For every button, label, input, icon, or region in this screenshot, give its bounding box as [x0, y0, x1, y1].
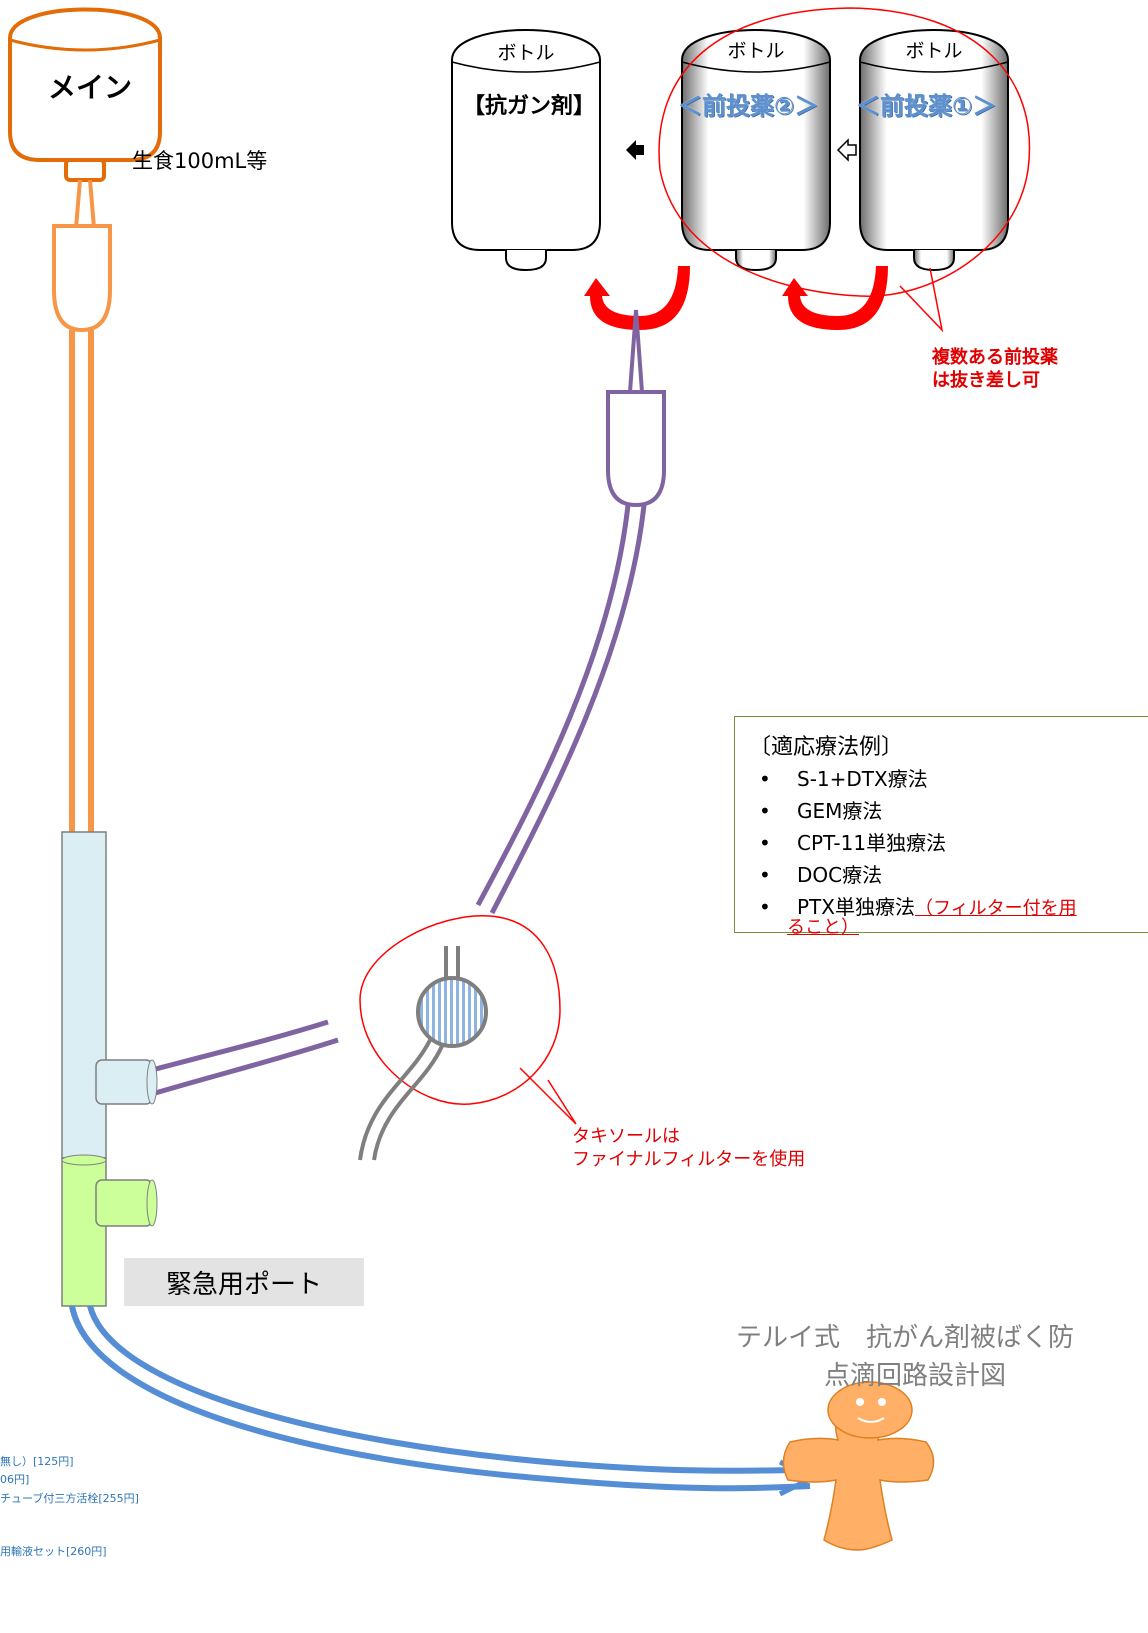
- therapy-item: S-1+DTX療法: [749, 763, 1148, 795]
- arrow-left-icon: [626, 140, 644, 160]
- cost-line: 用輸液セット[260円]: [0, 1545, 107, 1558]
- therapy-title: 〔適応療法例〕: [749, 735, 904, 760]
- arrow-left-outline-icon: [836, 138, 857, 162]
- premed-2-bottle: [681, 29, 831, 272]
- multi-premed-note-line1: 複数ある前投薬: [932, 347, 1058, 368]
- premed-1-bottle-cap: ボトル: [905, 40, 963, 62]
- chemo-bottle: [451, 29, 601, 272]
- chemo-bottle-cap: ボトル: [497, 42, 555, 64]
- diagram-title-line1: テルイ式 抗がん剤被ばく防: [736, 1323, 1075, 1353]
- cost-line: 06円]: [0, 1473, 30, 1486]
- patient-line: [69, 1305, 818, 1497]
- multi-premed-note-line2: は抜き差し可: [932, 370, 1040, 391]
- filter-note-continued: ること）: [787, 917, 859, 938]
- patient-figure-icon: [782, 1381, 935, 1551]
- premed-2-label: ＜前投薬②＞: [678, 92, 819, 120]
- three-way-connector: [61, 831, 158, 1307]
- therapy-examples-box: 〔適応療法例〕 S-1+DTX療法 GEM療法 CPT-11単独療法 DOC療法…: [734, 716, 1148, 938]
- taxol-filter-callout: [358, 915, 577, 1161]
- taxol-note-line1: タキソールは: [572, 1126, 680, 1147]
- main-drip-chamber: [52, 179, 112, 333]
- multi-premed-note: 複数ある前投薬 は抜き差し可: [932, 346, 1058, 392]
- premed-1-bottle: [859, 29, 1009, 272]
- cost-line: 無し）[125円]: [0, 1455, 74, 1468]
- swap-arrow-right-icon: [782, 266, 888, 330]
- therapy-list: S-1+DTX療法 GEM療法 CPT-11単独療法 DOC療法 PTX単独療法…: [749, 763, 1148, 925]
- therapy-item: DOC療法: [749, 859, 1148, 891]
- therapy-item: GEM療法: [749, 795, 1148, 827]
- filter-note: （フィルター付を用: [914, 898, 1077, 919]
- cost-line: チューブ付三方活栓[255円]: [0, 1492, 139, 1505]
- swap-arrow-left-icon: [584, 266, 690, 330]
- therapy-item: CPT-11単独療法: [749, 827, 1148, 859]
- emergency-port-label: 緊急用ポート: [124, 1258, 364, 1306]
- main-line: [69, 330, 94, 832]
- chemo-drip-chamber: [606, 309, 666, 508]
- diagram-title-line2: 点滴回路設計図: [824, 1361, 1007, 1391]
- chemo-bottle-label: 【抗ガン剤】: [463, 94, 596, 119]
- taxol-note-line2: ファイナルフィルターを使用: [572, 1149, 806, 1170]
- main-bottle: [8, 7, 162, 182]
- therapy-item: PTX単独療法（フィルター付を用: [749, 891, 1148, 925]
- chemo-line: [151, 504, 647, 1097]
- premed-1-label: ＜前投薬①＞: [856, 92, 997, 120]
- main-bottle-label: メイン: [48, 71, 133, 104]
- premed-2-bottle-cap: ボトル: [727, 40, 785, 62]
- saline-note: 生食100mL等: [132, 149, 268, 173]
- final-filter-icon: [358, 946, 488, 1161]
- taxol-note: タキソールは ファイナルフィルターを使用: [572, 1125, 805, 1171]
